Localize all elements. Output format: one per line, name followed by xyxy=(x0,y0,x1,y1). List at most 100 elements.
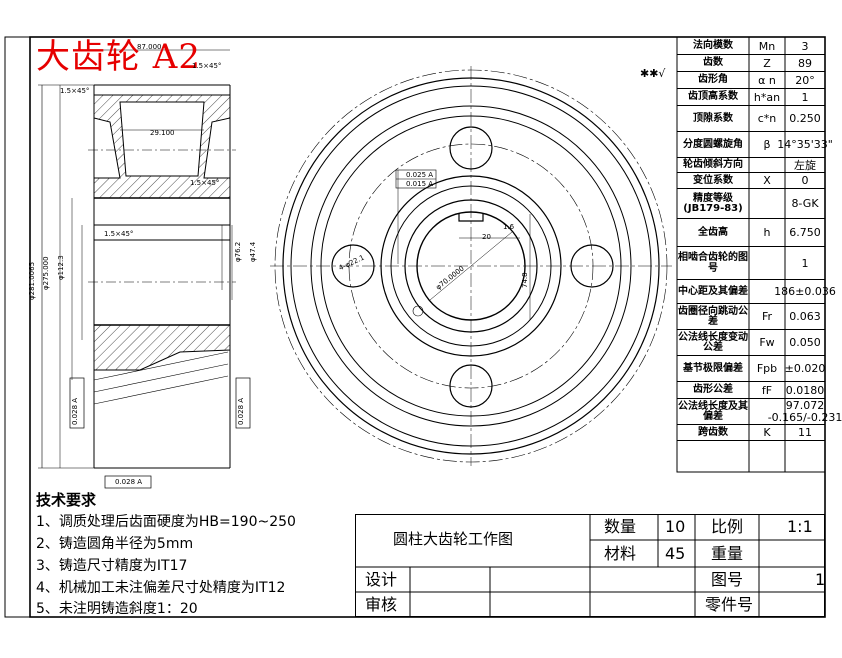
param-symbol: Z xyxy=(763,56,771,70)
surface-roughness-mark: ✱✱√ xyxy=(640,67,666,80)
param-value: 6.750 xyxy=(789,226,821,240)
param-name: 中心距及其偏差 xyxy=(678,285,748,297)
part-no-label: 零件号 xyxy=(705,595,754,614)
requirement-2: 2、铸造圆角半径为5mm xyxy=(36,536,194,552)
dim-47: φ47.4 xyxy=(249,241,257,262)
param-name: 全齿高 xyxy=(698,226,728,238)
front-view xyxy=(270,66,672,466)
param-table-grid xyxy=(676,36,826,473)
param-row: 全齿高 h 6.750 xyxy=(677,219,825,247)
param-name: 轮齿倾斜方向 xyxy=(683,159,743,171)
param-row: 轮齿倾斜方向 左旋 xyxy=(677,158,825,173)
requirement-5: 5、未注明铸造斜度1：20 xyxy=(36,601,198,617)
param-value: 20° xyxy=(795,73,815,87)
param-value: 0.050 xyxy=(789,336,821,350)
param-name: 基节极限偏差 xyxy=(683,362,743,374)
param-row: 齿形角 α n 20° xyxy=(677,72,825,89)
dim-76: φ76.2 xyxy=(234,241,242,262)
param-name: 齿形角 xyxy=(698,74,728,86)
param-name: 公法线长度及其偏差 xyxy=(678,400,748,422)
param-name: 精度等级 (JB179-83) xyxy=(683,192,743,214)
param-value: 1 xyxy=(801,256,809,270)
param-value: 186±0.036 xyxy=(774,285,836,299)
param-value: 11 xyxy=(798,426,812,440)
param-value: 14°35'33" xyxy=(777,138,833,152)
drawing-sheet: 大齿轮 A2 ✱✱√ 87.000 1.5×45° 1.5×45° 29.100… xyxy=(4,36,842,618)
tolerance-frame-1: 0.025 A xyxy=(406,171,434,179)
quantity-label: 数量 xyxy=(604,517,637,536)
param-symbol: h*an xyxy=(753,90,781,104)
param-value: 97.072 -0.165/-0.231 xyxy=(767,399,842,424)
param-symbol: Fr xyxy=(761,310,773,324)
dim-112: φ112.3 xyxy=(57,255,65,280)
dim-hub-height: 74.8 xyxy=(521,272,529,288)
dim-width-top: 87.000 xyxy=(137,43,162,51)
roughness-value: 1.6 xyxy=(503,223,515,231)
drawing-no-label: 图号 xyxy=(711,570,744,589)
tolerance-frame-4: 0.028 A xyxy=(237,397,245,425)
param-name: 相啮合齿轮的图号 xyxy=(678,252,748,274)
requirement-1: 1、调质处理后齿面硬度为HB=190~250 xyxy=(36,514,296,530)
param-value: 0.063 xyxy=(789,310,821,324)
requirement-3: 3、铸造尺寸精度为IT17 xyxy=(36,558,188,574)
drawing-svg xyxy=(4,36,826,618)
param-value: 0.0180 xyxy=(785,383,825,397)
param-name: 变位系数 xyxy=(693,174,733,186)
drawing-name: 圆柱大齿轮工作图 xyxy=(393,530,514,548)
param-row: 公法线长度及其偏差 97.072 -0.165/-0.231 xyxy=(677,399,842,425)
param-symbol xyxy=(749,247,785,280)
param-row: 中心距及其偏差 186±0.036 xyxy=(677,280,836,304)
weight-label: 重量 xyxy=(711,544,744,563)
param-symbol: Mn xyxy=(758,39,776,53)
design-label: 设计 xyxy=(365,570,398,589)
param-symbol: α n xyxy=(758,73,776,87)
material-label: 材料 xyxy=(604,544,637,563)
param-row: 齿圈径向跳动公差 Fr 0.063 xyxy=(677,304,825,330)
param-value: 0.250 xyxy=(789,112,821,126)
param-name: 顶隙系数 xyxy=(693,112,733,124)
param-name: 齿圈径向跳动公差 xyxy=(678,305,748,327)
quantity-value: 10 xyxy=(665,517,686,536)
dim-chamfer-4: 1.5×45° xyxy=(104,230,134,238)
param-value: 左旋 xyxy=(794,158,816,172)
title-block-grid xyxy=(355,514,825,617)
tolerance-frame-2: 0.015 A xyxy=(406,180,434,188)
param-name: 齿数 xyxy=(703,57,723,69)
section-view xyxy=(38,49,251,489)
param-symbol: h xyxy=(763,226,771,240)
param-symbol: K xyxy=(763,426,771,440)
param-name: 齿顶高系数 xyxy=(688,91,738,103)
param-name: 公法线长度变动公差 xyxy=(678,331,748,353)
requirement-4: 4、机械加工未注偏差尺寸处精度为IT12 xyxy=(36,580,286,596)
scale-value: 1:1 xyxy=(787,517,813,536)
param-name: 分度圆螺旋角 xyxy=(683,138,743,150)
param-row: 精度等级 (JB179-83) 8-GK xyxy=(677,189,825,219)
param-row: 公法线长度变动公差 Fw 0.050 xyxy=(677,330,825,356)
param-symbol: Fw xyxy=(759,336,775,350)
param-symbol xyxy=(749,189,785,219)
param-value: 3 xyxy=(801,39,809,53)
param-value: ±0.020 xyxy=(784,362,826,376)
tolerance-frame-3: 0.028 A xyxy=(71,397,79,425)
drawing-title: 大齿轮 A2 xyxy=(36,37,201,77)
param-symbol: Fpb xyxy=(756,362,778,376)
dim-keyway: 20 xyxy=(482,233,491,241)
param-name: 跨齿数 xyxy=(698,426,728,438)
param-symbol xyxy=(749,158,785,173)
dim-tip-diameter: φ281.0065 xyxy=(28,261,36,300)
dim-chamfer-1: 1.5×45° xyxy=(60,87,90,95)
dim-275: φ275.000 xyxy=(42,256,50,290)
param-symbol: fF xyxy=(761,383,773,397)
param-value: 0 xyxy=(801,174,809,188)
param-value: 8-GK xyxy=(791,197,819,211)
dim-chamfer-2: 1.5×45° xyxy=(192,62,222,70)
scale-label: 比例 xyxy=(711,517,744,536)
requirements-heading: 技术要求 xyxy=(36,491,97,509)
param-symbol: c*n xyxy=(757,112,777,126)
review-label: 审核 xyxy=(365,595,398,614)
